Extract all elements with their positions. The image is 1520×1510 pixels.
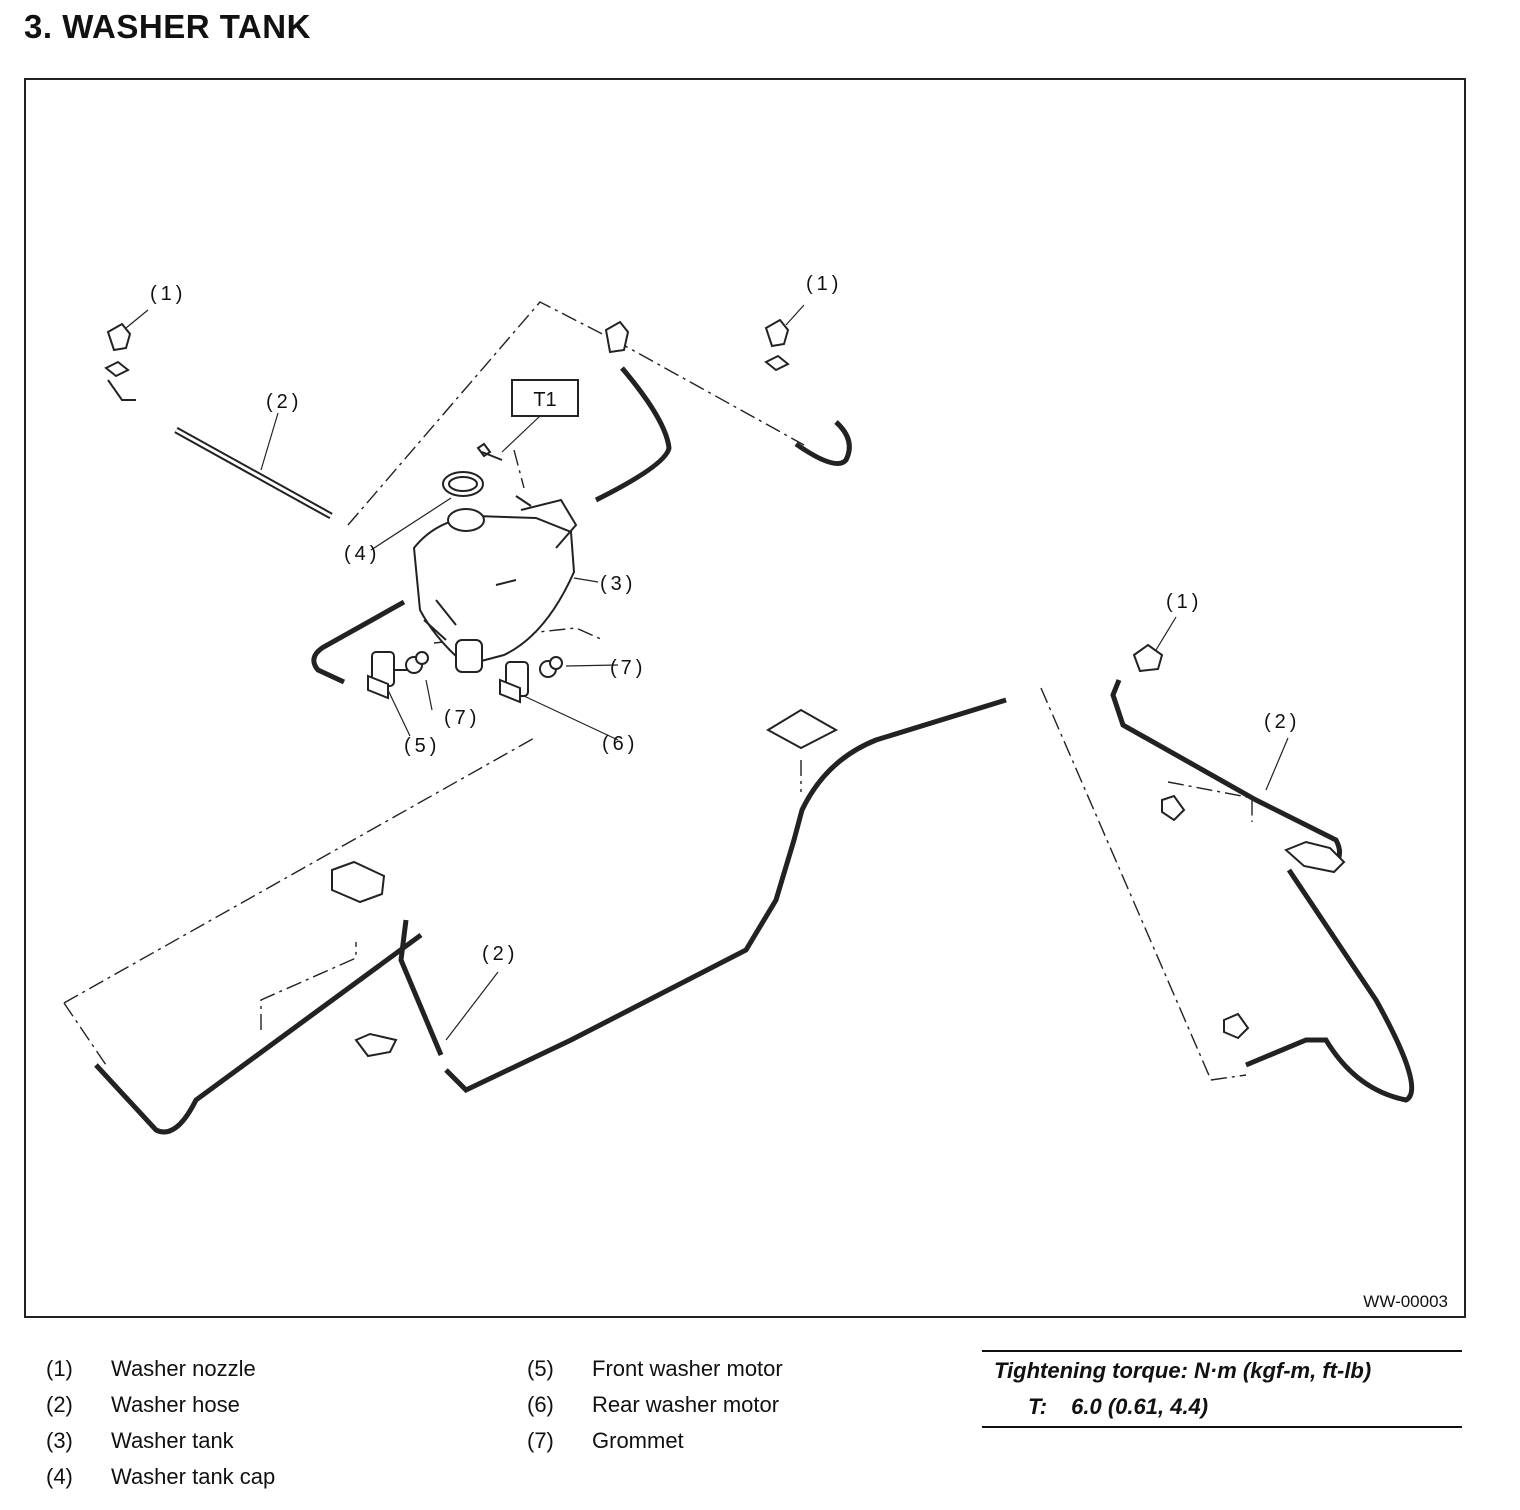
legend-label: Grommet [592,1428,684,1453]
diagram-drawing: (1) (1) (1) (2) (2) (2) (3) (4) (5) (6) … [63,273,1415,1135]
front-washer-motor [367,651,408,700]
figure-id: WW-00003 [1363,1292,1448,1311]
legend-number: (6) [527,1392,554,1417]
mounting-pad [765,708,839,750]
legend-label: Rear washer motor [592,1392,780,1417]
torque-symbol: T: [1028,1394,1048,1419]
legend-number: (7) [527,1428,554,1453]
torque-box [511,379,579,417]
legend-label: Washer nozzle [111,1356,256,1381]
torque-value-row: T: 6.0 (0.61, 4.4) [1028,1394,1232,1420]
legend-label: Washer hose [111,1392,240,1417]
legend-number: (3) [46,1428,73,1453]
torque-value: 6.0 (0.61, 4.4) [1071,1394,1209,1419]
leader-lines [63,301,1253,1081]
legend-label: Washer tank [111,1428,234,1453]
torque-heading: Tightening torque: N·m (kgf-m, ft-lb) [994,1358,1372,1383]
callout-2: (2) [1264,711,1300,733]
callout-6: (6) [602,733,638,755]
callout-2: (2) [266,391,302,413]
rear-washer-motor [499,661,529,704]
callout-5: (5) [404,735,440,757]
callout-1: (1) [1166,591,1202,613]
callout-1: (1) [150,283,186,305]
callout-1: (1) [806,273,842,295]
callout-leaders [125,304,1289,1041]
hose-clip [331,794,1250,1058]
legend-number: (5) [527,1356,554,1381]
torque-box-label: T1 [533,389,556,411]
exploded-diagram: (1) (1) (1) (2) (2) (2) (3) (4) (5) (6) … [24,78,1466,1318]
callout-4: (4) [344,543,380,565]
callout-7: (7) [444,707,480,729]
bolt [476,442,503,461]
legend-number: (2) [46,1392,73,1417]
legend-label: Washer tank cap [111,1464,276,1489]
torque-spec: Tightening torque: N·m (kgf-m, ft-lb) T:… [982,1350,1462,1428]
washer-nozzle [104,318,1346,874]
callout-3: (3) [600,573,636,595]
legend-number: (1) [46,1356,73,1381]
legend-number: (4) [46,1464,73,1489]
washer-tank [412,495,578,673]
legend-label: Front washer motor [592,1356,783,1381]
callout-2: (2) [482,943,518,965]
washer-hoses [94,366,1415,1135]
callout-7: (7) [610,657,646,679]
section-title: 3. WASHER TANK [24,8,311,45]
